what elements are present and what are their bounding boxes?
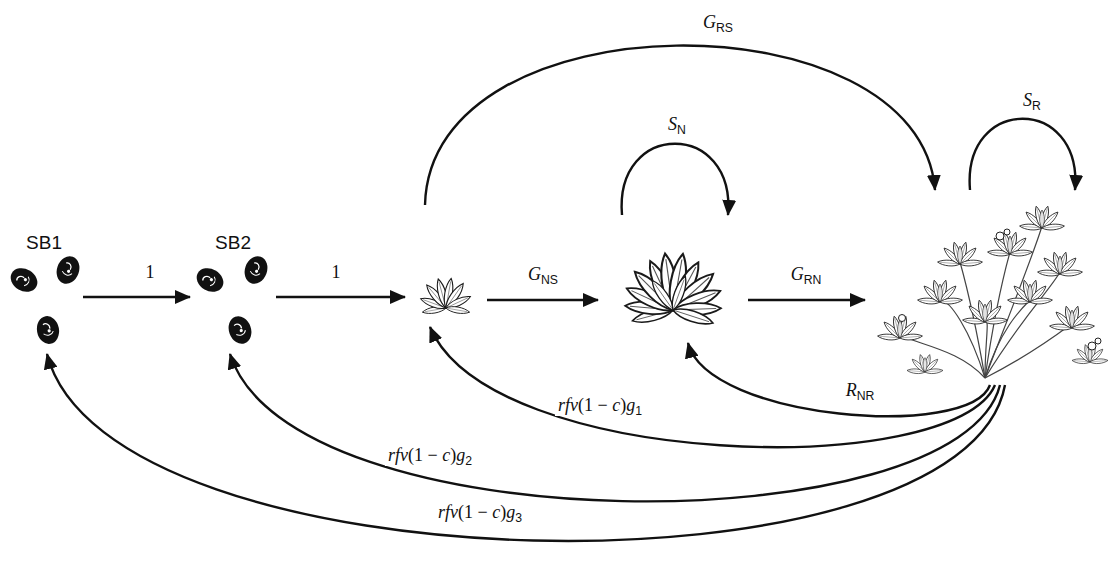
transition-rate: 1: [143, 261, 158, 283]
transition-rate: SR: [1020, 89, 1044, 111]
transition-rate: GNS: [525, 263, 561, 285]
transition-arrow: [83, 296, 190, 298]
non-reproductive-stage: [598, 215, 748, 343]
transition-rate: RNR: [843, 379, 878, 401]
transition-arrow: [622, 144, 729, 215]
transition-arrow: [487, 299, 598, 301]
transition-rate: GRS: [700, 11, 736, 33]
transition-rate: GRN: [788, 263, 825, 285]
stage-label: SB1: [5, 232, 83, 254]
transition-arrow: [230, 354, 1000, 501]
transition-arrow: [430, 327, 995, 447]
transition-arrow: [748, 299, 865, 301]
seed-bank-stage: SB1: [5, 232, 83, 354]
transition-rate: 1: [329, 261, 344, 283]
stage-label: SB2: [190, 232, 276, 254]
transition-arrow: [425, 46, 935, 205]
transition-rate: rfv(1 − c)g2: [385, 444, 475, 466]
transition-rate: SN: [665, 113, 689, 135]
transition-arrow: [47, 354, 1005, 541]
transition-arrow: [970, 119, 1076, 190]
reproductive-stage: [865, 190, 1108, 385]
transition-arrow: [276, 296, 405, 298]
transition-arrow: [688, 343, 990, 416]
seed-bank-stage: SB2: [190, 232, 276, 354]
transition-rate: rfv(1 − c)g1: [555, 394, 645, 416]
transition-rate: rfv(1 − c)g3: [435, 501, 525, 523]
seedling-stage: [405, 205, 487, 327]
